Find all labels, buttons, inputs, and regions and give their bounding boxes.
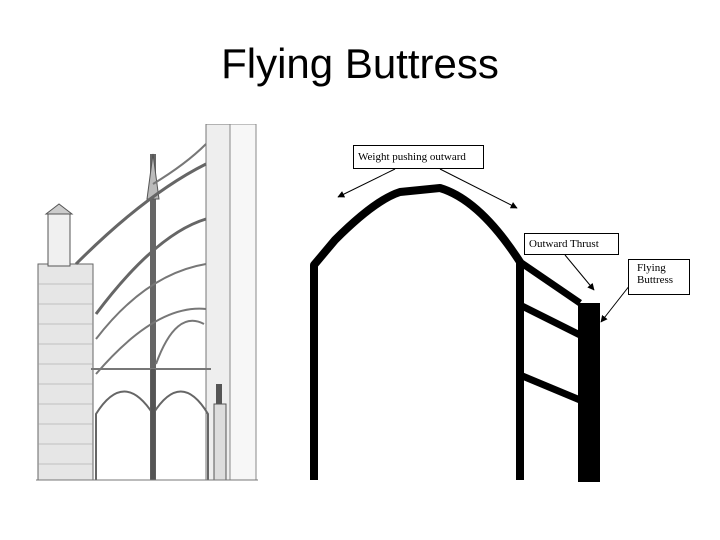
cathedral-engraving	[36, 124, 258, 481]
arrow-flying	[600, 284, 631, 323]
arrow-thrust	[564, 254, 595, 291]
label-flying-line2: Buttress	[637, 274, 674, 286]
flying-arm-lower	[518, 371, 582, 404]
label-flying-buttress: Flying Buttress	[628, 259, 690, 295]
slide-title: Flying Buttress	[221, 40, 499, 87]
label-outward-thrust: Outward Thrust	[524, 233, 619, 255]
label-flying-line1: Flying	[637, 262, 666, 274]
arrow-weight-left	[337, 168, 396, 198]
buttress-diagram	[310, 168, 631, 482]
building-outline	[310, 184, 524, 480]
buttress-pier	[578, 303, 600, 482]
label-weight-pushing-outward: Weight pushing outward	[353, 145, 484, 169]
arrow-weight-right	[439, 168, 518, 209]
flying-arm-middle	[518, 301, 582, 339]
flying-arm-upper	[518, 259, 582, 306]
